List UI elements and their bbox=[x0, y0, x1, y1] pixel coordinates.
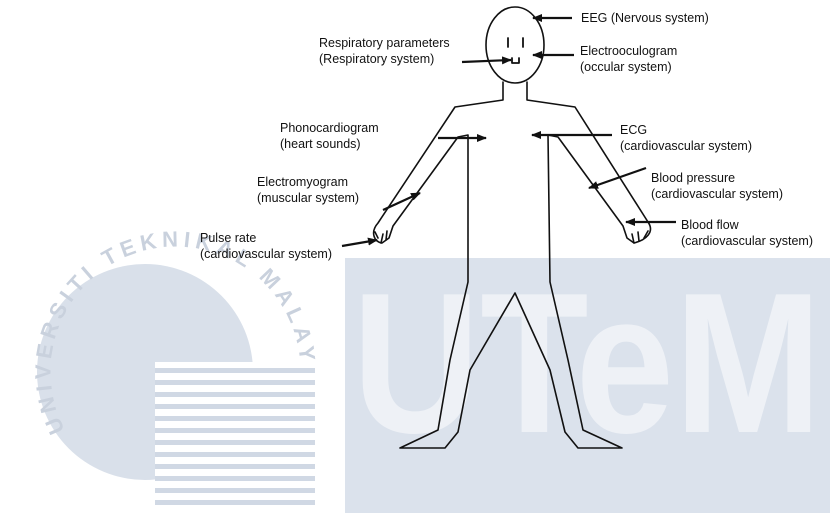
label-pulse-rate: Pulse rate (cardiovascular system) bbox=[200, 230, 332, 262]
emg-arrow bbox=[383, 193, 420, 210]
label-blood-pressure-line1: Blood pressure bbox=[651, 170, 783, 186]
label-ecg-line1: ECG bbox=[620, 122, 752, 138]
label-emg-line2: (muscular system) bbox=[257, 190, 359, 206]
utem-logo: UTeM bbox=[345, 252, 830, 513]
label-pcg-line1: Phonocardiogram bbox=[280, 120, 379, 136]
blood-pressure-arrow bbox=[589, 168, 646, 188]
label-blood-pressure: Blood pressure (cardiovascular system) bbox=[651, 170, 783, 202]
label-eog: Electrooculogram (occular system) bbox=[580, 43, 677, 75]
label-ecg-line2: (cardiovascular system) bbox=[620, 138, 752, 154]
label-emg-line1: Electromyogram bbox=[257, 174, 359, 190]
label-eog-line2: (occular system) bbox=[580, 59, 677, 75]
pulse-rate-arrow bbox=[342, 240, 377, 246]
label-emg: Electromyogram (muscular system) bbox=[257, 174, 359, 206]
label-respiratory: Respiratory parameters (Respiratory syst… bbox=[319, 35, 450, 67]
label-eeg-line1: EEG (Nervous system) bbox=[581, 10, 709, 26]
label-blood-flow: Blood flow (cardiovascular system) bbox=[681, 217, 813, 249]
label-pulse-rate-line1: Pulse rate bbox=[200, 230, 332, 246]
label-respiratory-line2: (Respiratory system) bbox=[319, 51, 450, 67]
logo-text: UTeM bbox=[352, 252, 822, 475]
label-ecg: ECG (cardiovascular system) bbox=[620, 122, 752, 154]
label-respiratory-line1: Respiratory parameters bbox=[319, 35, 450, 51]
label-pcg: Phonocardiogram (heart sounds) bbox=[280, 120, 379, 152]
label-blood-flow-line2: (cardiovascular system) bbox=[681, 233, 813, 249]
label-blood-pressure-line2: (cardiovascular system) bbox=[651, 186, 783, 202]
label-pcg-line2: (heart sounds) bbox=[280, 136, 379, 152]
label-eog-line1: Electrooculogram bbox=[580, 43, 677, 59]
label-blood-flow-line1: Blood flow bbox=[681, 217, 813, 233]
label-pulse-rate-line2: (cardiovascular system) bbox=[200, 246, 332, 262]
respiratory-arrow bbox=[462, 60, 511, 62]
label-eeg: EEG (Nervous system) bbox=[581, 10, 709, 26]
